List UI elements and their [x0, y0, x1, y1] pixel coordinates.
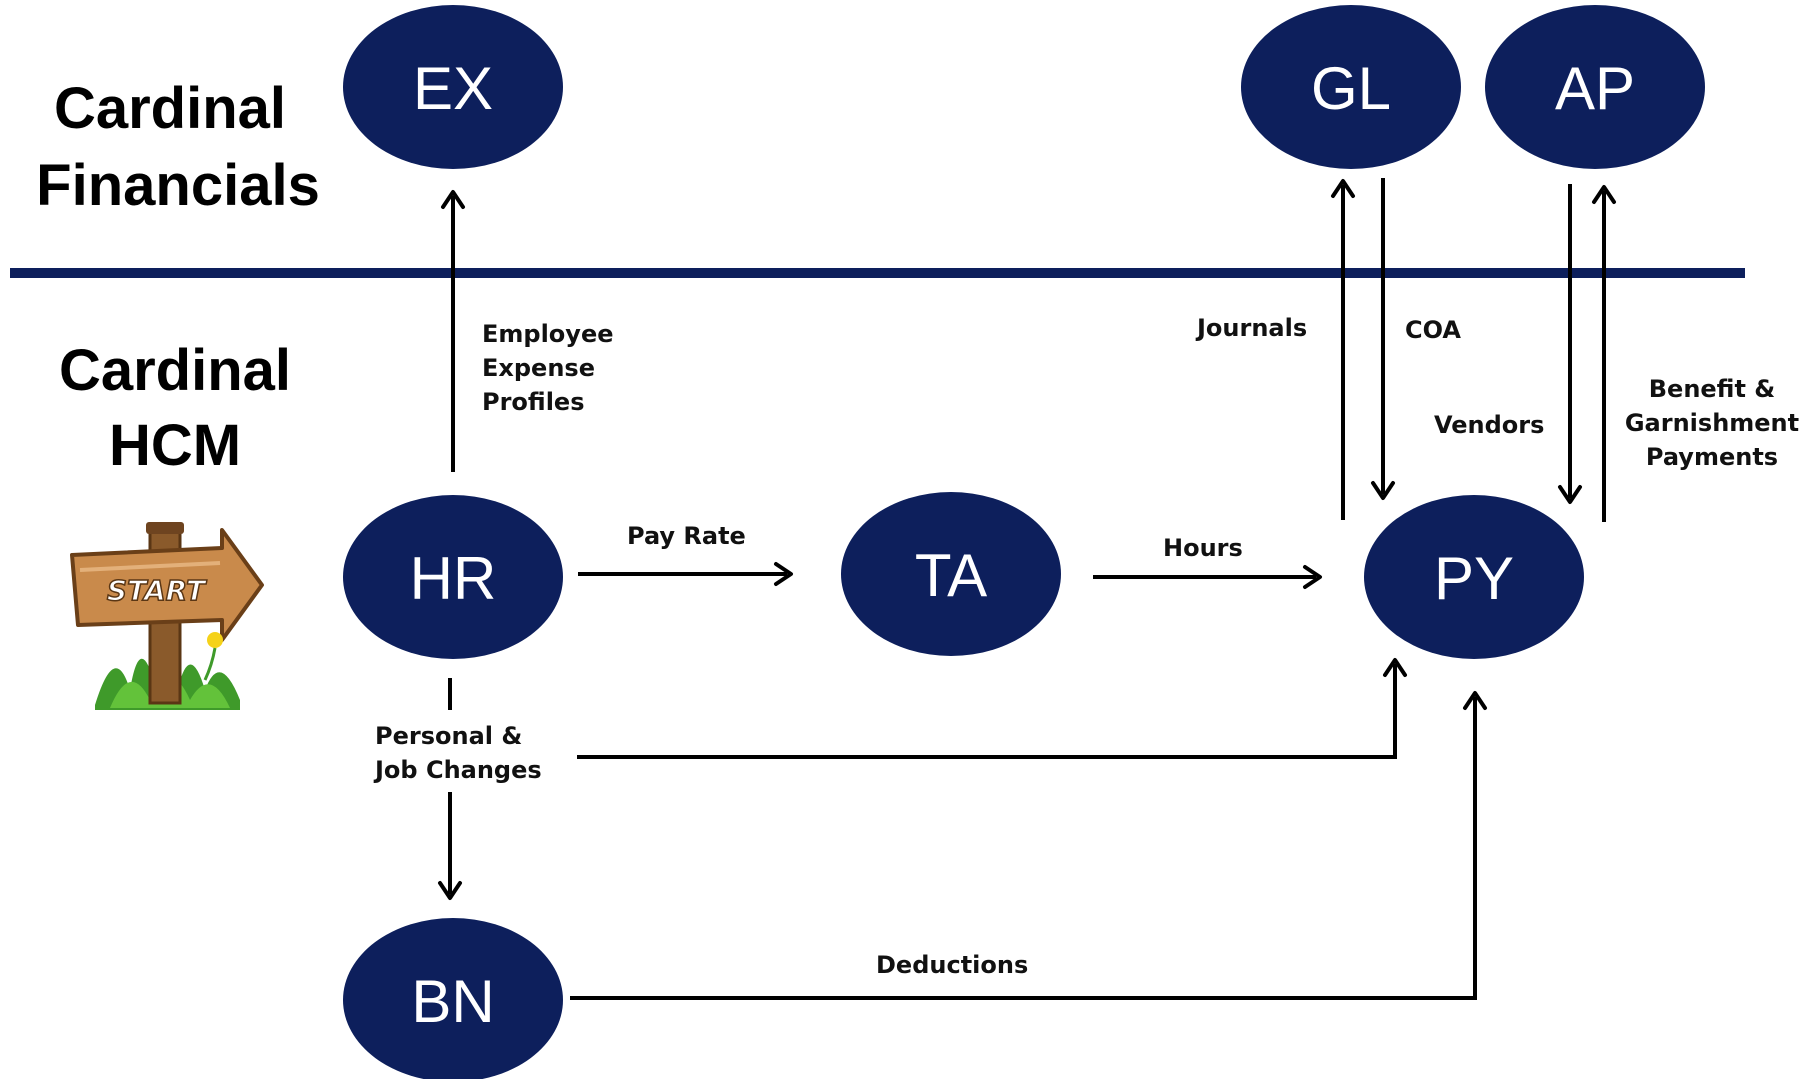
label-benefit-payments-line3: Payments [1646, 443, 1778, 471]
edges-layer [438, 178, 1616, 1000]
label-pay-rate: Pay Rate [627, 522, 746, 550]
label-deductions: Deductions [876, 951, 1028, 979]
arrowhead-ta [774, 562, 793, 586]
node-bn-shape [343, 918, 563, 1079]
edge-bn-py [570, 697, 1477, 1000]
node-hr: HR [343, 495, 563, 659]
node-ap-shape [1485, 5, 1705, 169]
node-ex-label: EX [413, 55, 493, 122]
arrowhead-ap [1592, 185, 1616, 204]
label-benefit-payments-line1: Benefit & [1649, 375, 1775, 403]
label-employee-expense-profiles-line3: Profiles [482, 388, 585, 416]
edge-hr-py [577, 664, 1397, 759]
financials-title-line1: Cardinal [54, 76, 286, 141]
node-py: PY [1364, 495, 1584, 659]
node-hr-label: HR [410, 545, 497, 612]
node-py-shape [1364, 495, 1584, 659]
node-gl-label: GL [1311, 55, 1391, 122]
arrowhead-gl [1331, 179, 1355, 198]
node-bn-label: BN [411, 968, 494, 1035]
node-ta-label: TA [915, 542, 987, 609]
node-gl: GL [1241, 5, 1461, 169]
label-hours: Hours [1163, 534, 1243, 562]
arrowhead-py-deductions [1463, 691, 1487, 710]
label-vendors: Vendors [1434, 411, 1544, 439]
label-personal-job-changes-line1: Personal & [375, 722, 522, 750]
start-sign-label: START [107, 574, 207, 607]
arrowhead-py-coa [1371, 481, 1395, 500]
label-personal-job-changes-line2: Job Changes [373, 756, 542, 784]
hcm-title-line2: HCM [109, 413, 241, 478]
label-employee-expense-profiles-line1: Employee [482, 320, 614, 348]
node-ap: AP [1485, 5, 1705, 169]
arrowhead-ex [441, 190, 465, 209]
node-py-label: PY [1434, 545, 1514, 612]
node-ta: TA [841, 492, 1061, 656]
node-ap-label: AP [1555, 55, 1635, 122]
node-ex-shape [343, 5, 563, 169]
node-hr-shape [343, 495, 563, 659]
arrowhead-py-changes [1383, 658, 1407, 677]
node-ex: EX [343, 5, 563, 169]
arrowhead-bn [438, 881, 462, 900]
node-bn: BN [343, 918, 563, 1079]
label-journals: Journals [1195, 314, 1307, 342]
arrowhead-py-hours [1303, 565, 1322, 589]
node-ta-shape [841, 492, 1061, 656]
financials-title-line2: Financials [36, 153, 320, 218]
label-coa: COA [1405, 316, 1461, 344]
arrowhead-py-vendors [1558, 485, 1582, 504]
start-signpost-icon: START [70, 522, 264, 710]
node-gl-shape [1241, 5, 1461, 169]
hcm-title-line1: Cardinal [59, 338, 291, 403]
label-employee-expense-profiles-line2: Expense [482, 354, 595, 382]
label-benefit-payments-line2: Garnishment [1625, 409, 1799, 437]
